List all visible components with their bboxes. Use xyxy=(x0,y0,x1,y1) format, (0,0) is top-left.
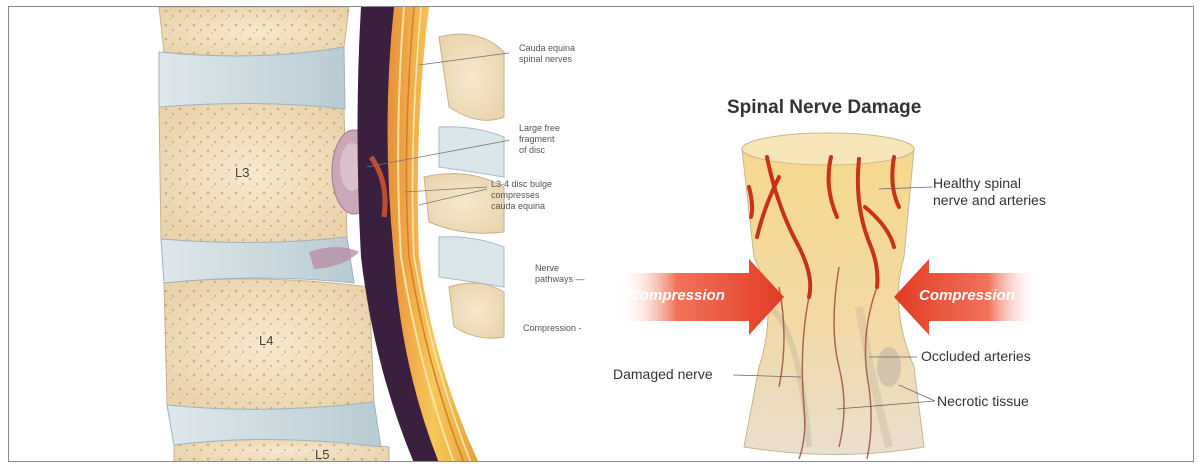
callout-healthy-nerve: Healthy spinal nerve and arteries xyxy=(933,175,1046,209)
callout-occluded-arteries: Occluded arteries xyxy=(921,348,1031,365)
compression-label-left: Compression xyxy=(629,287,725,304)
callout-necrotic-tissue: Necrotic tissue xyxy=(937,393,1029,410)
callout-damaged-nerve: Damaged nerve xyxy=(613,366,713,383)
compression-label-right: Compression xyxy=(919,287,1015,304)
figure-frame: L3 L4 L5 Cauda equina spinal nerves Larg… xyxy=(8,6,1194,462)
